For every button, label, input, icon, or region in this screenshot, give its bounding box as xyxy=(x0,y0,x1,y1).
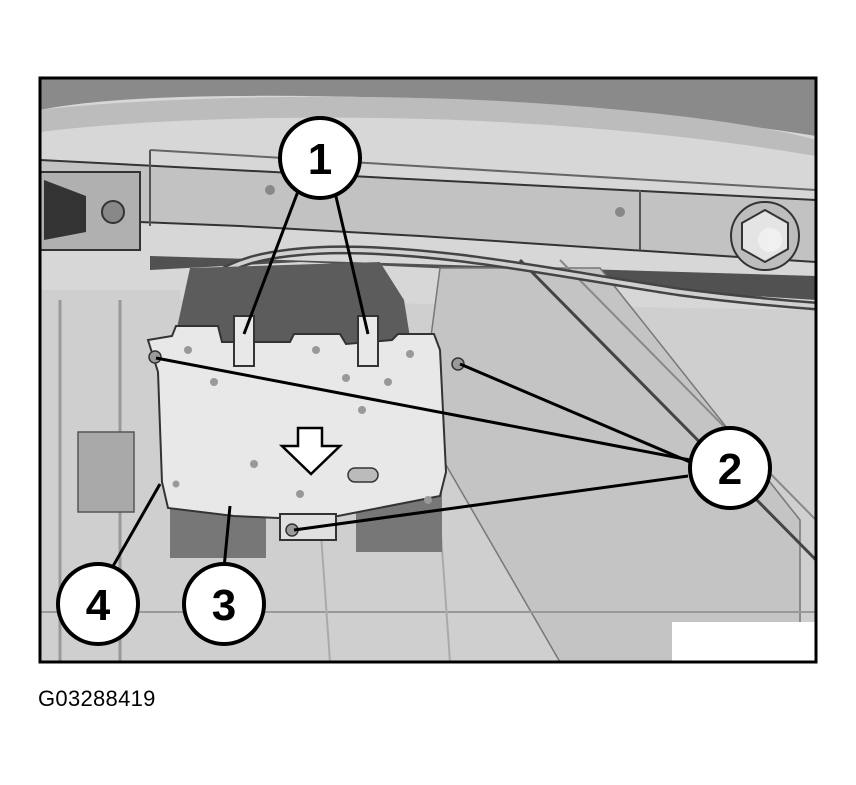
hole xyxy=(312,346,320,354)
upper-rail xyxy=(40,96,816,156)
callout-circle xyxy=(688,426,772,510)
cavity xyxy=(170,262,412,360)
callout-2: 2 xyxy=(688,426,772,510)
hole xyxy=(210,378,218,386)
callout-number: 3 xyxy=(212,581,236,630)
nut-hub xyxy=(758,228,782,252)
leader-1a xyxy=(242,185,302,335)
leader-1b xyxy=(332,187,370,335)
control-module xyxy=(146,315,465,541)
direction-arrow-icon xyxy=(278,426,344,476)
screw xyxy=(451,357,465,371)
hole xyxy=(342,374,350,382)
leader-4 xyxy=(110,483,162,569)
left-bolt xyxy=(101,200,125,224)
hole xyxy=(250,460,258,468)
beam-edges xyxy=(149,150,641,250)
cable-highlight xyxy=(188,247,816,308)
callout-number: 2 xyxy=(718,445,742,494)
leader-3 xyxy=(222,505,232,569)
leader-lines xyxy=(110,185,691,569)
left-pad xyxy=(77,431,135,513)
figure-caption: G03288419 xyxy=(38,686,156,711)
leader-2b xyxy=(459,362,691,464)
beam-hole xyxy=(265,185,275,195)
hole xyxy=(384,378,392,386)
leader-2c xyxy=(293,474,689,532)
hole xyxy=(424,496,432,504)
callout-circle xyxy=(278,116,362,200)
top-band xyxy=(40,78,816,136)
callout-4: 4 xyxy=(56,562,140,646)
callout-circle xyxy=(56,562,140,646)
hole xyxy=(296,490,304,498)
diagonal-edge xyxy=(518,258,816,562)
hole xyxy=(172,480,180,488)
leader-2a xyxy=(155,356,691,462)
beam-top-edge xyxy=(149,149,816,191)
corner-label-area xyxy=(672,622,816,662)
callout-circle xyxy=(182,562,266,646)
retaining-tab-left xyxy=(233,315,255,367)
module-slot xyxy=(347,467,379,483)
diagonal-edge-2 xyxy=(559,259,816,521)
left-connector xyxy=(44,180,86,240)
callout-3: 3 xyxy=(182,562,266,646)
hole xyxy=(406,350,414,358)
hole xyxy=(184,346,192,354)
beam-hole xyxy=(615,207,625,217)
hole xyxy=(358,406,366,414)
figure-frame xyxy=(38,76,818,664)
module-body xyxy=(146,325,448,520)
callout-number: 1 xyxy=(308,135,332,184)
scene xyxy=(40,78,816,662)
callout-1: 1 xyxy=(278,116,362,200)
callout-number: 4 xyxy=(86,581,111,630)
screw xyxy=(148,350,162,364)
retaining-tab-right xyxy=(357,315,379,367)
